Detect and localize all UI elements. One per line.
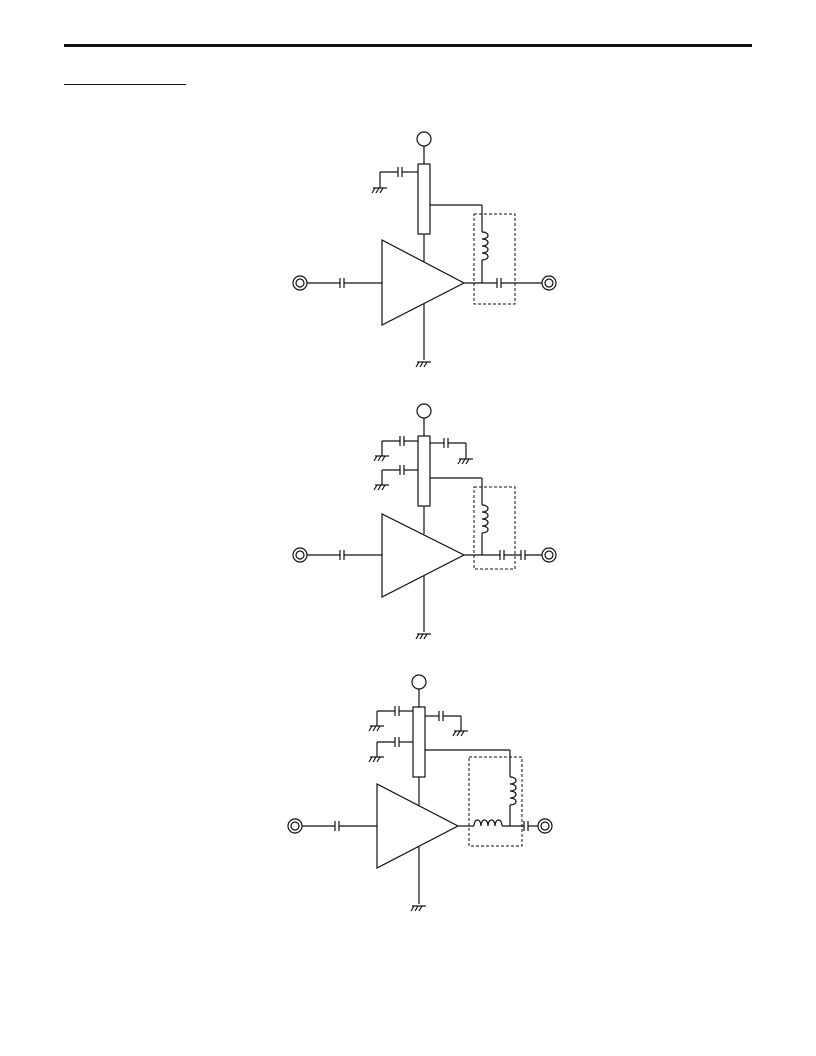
bypass-capacitor-icon	[381, 465, 418, 485]
output-connector-icon	[537, 818, 553, 834]
amplifier-triangle-icon	[376, 783, 460, 869]
bypass-capacitor-icon	[376, 737, 413, 757]
output-connector-icon	[541, 275, 557, 291]
shunt-inductor-icon	[481, 504, 489, 534]
supply-terminal-icon	[416, 403, 432, 419]
matching-network-box	[473, 213, 516, 305]
matching-network-box	[468, 756, 523, 847]
bias-resistor	[417, 435, 431, 507]
bypass-capacitor-icon	[379, 167, 418, 188]
bypass-capacitor-icon	[425, 711, 462, 731]
bypass-capacitor-icon	[381, 436, 418, 456]
shunt-inductor-icon	[481, 231, 489, 261]
shunt-inductor-icon	[509, 776, 517, 806]
output-connector-icon	[541, 547, 557, 563]
supply-terminal-icon	[411, 674, 427, 690]
ground-icon	[373, 484, 389, 491]
bypass-capacitor-icon	[376, 706, 413, 726]
input-connector-icon	[292, 275, 308, 291]
section-heading-underline	[64, 84, 186, 85]
amplifier-triangle-icon	[381, 513, 466, 598]
header-rule	[64, 44, 752, 47]
input-connector-icon	[287, 818, 303, 834]
amplifier-schematic-1	[292, 131, 557, 368]
ground-icon	[452, 730, 468, 737]
ground-icon	[371, 187, 387, 194]
ground-icon	[415, 361, 431, 368]
amplifier-schematic-2	[292, 403, 557, 640]
bias-resistor	[412, 706, 426, 778]
ground-icon	[410, 905, 426, 912]
matching-network-box	[473, 486, 516, 570]
supply-terminal-icon	[416, 131, 432, 147]
bypass-capacitor-icon	[430, 438, 467, 459]
ground-icon	[415, 633, 431, 640]
amplifier-triangle-icon	[381, 239, 466, 326]
series-inductor-icon	[473, 819, 503, 827]
ground-icon	[368, 756, 384, 763]
input-connector-icon	[292, 547, 308, 563]
amplifier-schematic-3	[287, 674, 553, 912]
ground-icon	[368, 725, 384, 732]
ground-icon	[457, 458, 473, 465]
bias-resistor	[417, 163, 431, 235]
ground-icon	[373, 455, 389, 462]
